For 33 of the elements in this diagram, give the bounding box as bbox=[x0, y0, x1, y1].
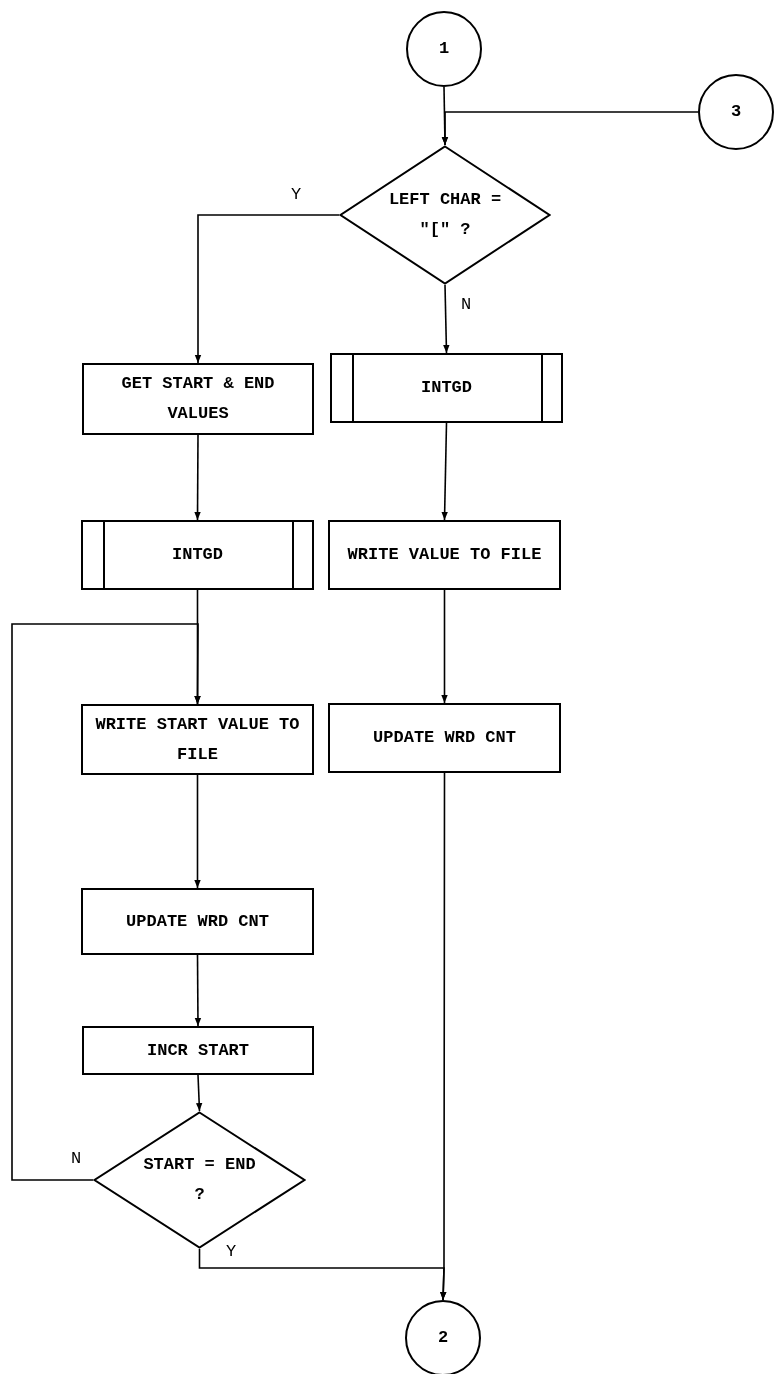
node-label: INCR START bbox=[146, 1039, 250, 1062]
arrow bbox=[194, 774, 201, 889]
subroutine-box bbox=[81, 520, 314, 590]
node-label: UPDATE WRD CNT bbox=[125, 910, 270, 933]
node-label: 1 bbox=[438, 38, 450, 60]
node-label: 2 bbox=[437, 1327, 449, 1349]
process-box bbox=[82, 363, 314, 435]
arrow bbox=[440, 772, 447, 1301]
arrow bbox=[195, 1074, 203, 1112]
arrow bbox=[194, 214, 340, 364]
node-label: INTGD bbox=[171, 544, 224, 566]
node-label: START = END ? bbox=[142, 1154, 257, 1206]
node-label: WRITE VALUE TO FILE bbox=[346, 544, 543, 566]
node-label: 3 bbox=[730, 101, 742, 123]
arrow bbox=[194, 434, 201, 521]
process-box bbox=[81, 888, 314, 955]
node-label: INTGD bbox=[420, 377, 473, 399]
process-box bbox=[328, 703, 561, 773]
decision-diamond bbox=[339, 145, 551, 285]
arrow bbox=[194, 954, 202, 1027]
node-label: LEFT CHAR = "[" ? bbox=[387, 189, 503, 241]
node-label: WRITE START VALUE TO FILE bbox=[94, 713, 301, 766]
node-label: GET START & END VALUES bbox=[120, 373, 276, 425]
process-box bbox=[328, 520, 561, 590]
process-box bbox=[82, 1026, 314, 1075]
subroutine-box bbox=[330, 353, 563, 423]
arrow bbox=[441, 589, 448, 704]
arrow bbox=[441, 111, 699, 146]
process-box bbox=[81, 704, 314, 775]
node-label: UPDATE WRD CNT bbox=[372, 727, 517, 749]
arrow bbox=[11, 623, 201, 1181]
arrow bbox=[443, 284, 450, 354]
arrow bbox=[441, 422, 448, 521]
